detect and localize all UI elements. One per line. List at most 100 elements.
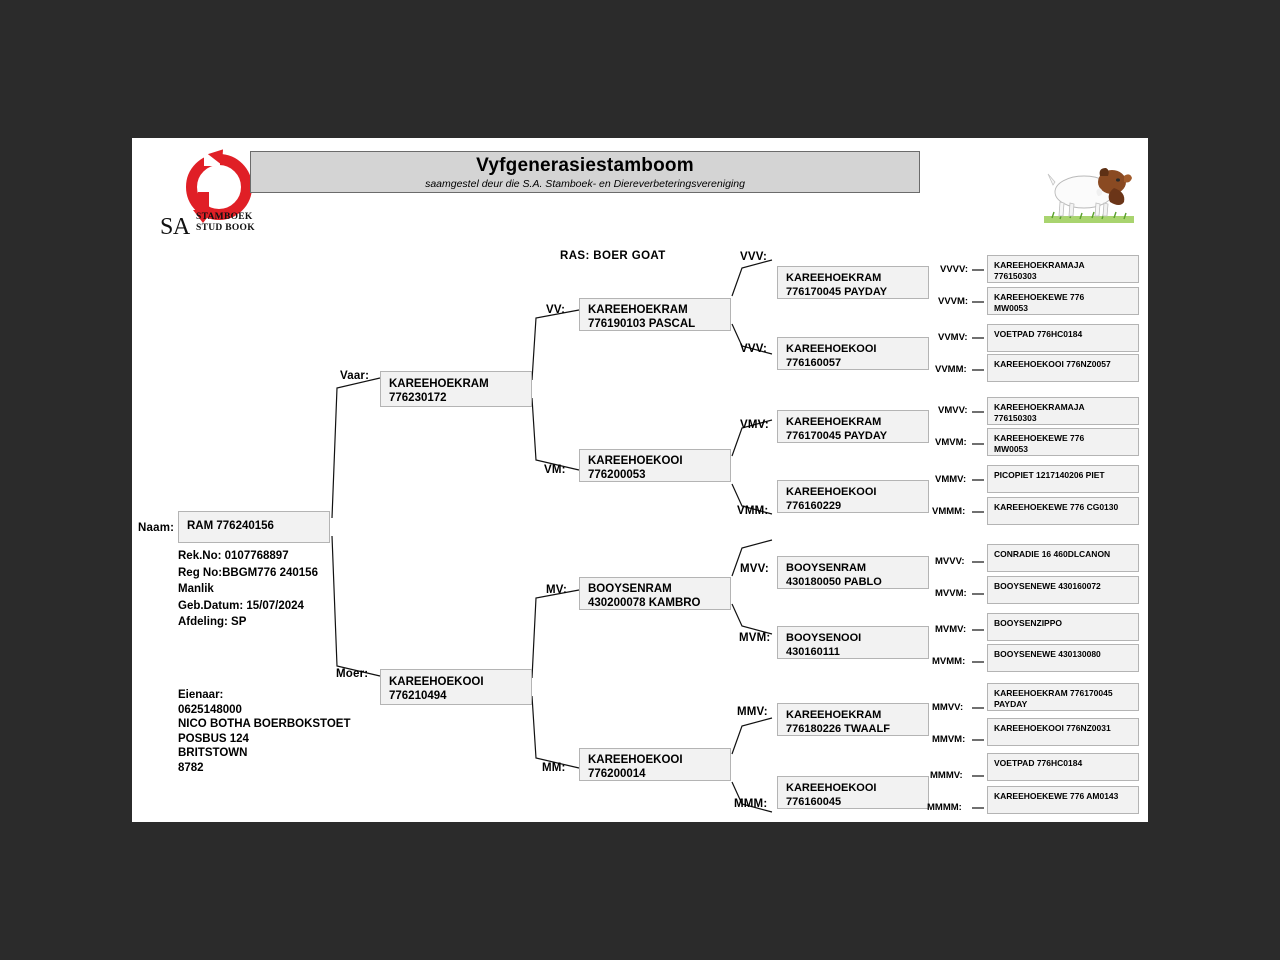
gen3-box-mv: BOOYSENRAM 430200078 KAMBRO	[579, 577, 731, 610]
gen4-mmm-line2: 776160045	[786, 796, 842, 808]
gen3-vm-line2: 776200053	[588, 469, 646, 481]
gen5-mmvm-line1: KAREEHOEKOOI 776NZ0031	[994, 723, 1111, 733]
gen4-box-mmm: KAREEHOEKOOI 776160045	[777, 776, 929, 809]
gen2-sire-line1: KAREEHOEKRAM	[389, 378, 489, 390]
subject-name-box: RAM 776240156	[178, 511, 330, 543]
gen3-vv-line1: KAREEHOEKRAM	[588, 304, 688, 316]
gen5-box-mvmv: BOOYSENZIPPO	[987, 613, 1139, 641]
gen5-box-vvvm: KAREEHOEKEWE 776 MW0053	[987, 287, 1139, 315]
gen3-mv-line2: 430200078 KAMBRO	[588, 597, 701, 609]
gen4-vmm-line1: KAREEHOEKOOI	[786, 486, 877, 498]
gen5-box-mmmm: KAREEHOEKEWE 776 AM0143	[987, 786, 1139, 814]
gen3-label-mm: MM:	[542, 762, 566, 774]
gen5-vvvv-line2: 776150303	[994, 271, 1037, 281]
gen4-vmv-line2: 776170045 PAYDAY	[786, 430, 888, 442]
gen4-label-vvv: VVV:	[740, 251, 768, 263]
gen2-box-dam: KAREEHOEKOOI 776210494	[380, 669, 532, 705]
gen4-box-mmv: KAREEHOEKRAM 776180226 TWAALF	[777, 703, 929, 736]
gen4-vvm-line1: KAREEHOEKOOI	[786, 343, 877, 355]
gen5-label-vmmv: VMMV:	[935, 474, 967, 485]
gen5-box-mvvv: CONRADIE 16 460DLCANON	[987, 544, 1139, 572]
gen4-label-mvm: MVM:	[739, 632, 771, 644]
subject-name: RAM 776240156	[187, 520, 274, 532]
breed-label: RAS: BOER GOAT	[560, 250, 666, 262]
gen5-box-mvvm: BOOYSENEWE 430160072	[987, 576, 1139, 604]
gen5-box-vvmm: KAREEHOEKOOI 776NZ0057	[987, 354, 1139, 382]
gen2-box-sire: KAREEHOEKRAM 776230172	[380, 371, 532, 407]
gen5-mmmv-line1: VOETPAD 776HC0184	[994, 758, 1083, 768]
gen3-vm-line1: KAREEHOEKOOI	[588, 455, 683, 467]
gen5-box-mmvv: KAREEHOEKRAM 776170045 PAYDAY	[987, 683, 1139, 711]
gen5-mmmm-line1: KAREEHOEKEWE 776 AM0143	[994, 791, 1119, 801]
gen5-label-mmmv: MMMV:	[930, 770, 963, 781]
logo-tail	[198, 192, 209, 214]
owner-details: Eienaar: 0625148000 NICO BOTHA BOERBOKST…	[178, 689, 351, 774]
gen4-box-vmv: KAREEHOEKRAM 776170045 PAYDAY	[777, 410, 929, 443]
gen5-vmmm-line1: KAREEHOEKEWE 776 CG0130	[994, 502, 1119, 512]
gen4-box-vvv: KAREEHOEKRAM 776170045 PAYDAY	[777, 266, 929, 299]
gen4-box-mvm: BOOYSENOOI 430160111	[777, 626, 929, 659]
gen4-mmv-line2: 776180226 TWAALF	[786, 723, 890, 735]
gen5-label-vmmm: VMMM:	[932, 506, 966, 517]
gen5-vvvv-line1: KAREEHOEKRAMAJA	[994, 260, 1085, 270]
gen5-vvvm-line2: MW0053	[994, 303, 1029, 313]
gen5-label-vvvm: VVVM:	[938, 296, 969, 307]
gen4-mvm-line2: 430160111	[786, 646, 840, 658]
pedigree-connectors	[331, 259, 984, 813]
document-title-bar: Vyfgenerasiestamboom saamgestel deur die…	[250, 151, 920, 193]
gen4-vvm-line2: 776160057	[786, 357, 842, 369]
subject-details: Rek.No: 0107768897 Reg No:BBGM776 240156…	[178, 550, 318, 628]
gen4-mvm-line1: BOOYSENOOI	[786, 632, 862, 644]
gen4-vvv-line1: KAREEHOEKRAM	[786, 272, 882, 284]
gen4-vmv-line1: KAREEHOEKRAM	[786, 416, 882, 428]
gen5-label-vmvm: VMVM:	[935, 437, 967, 448]
gen4-label-vmm: VMM:	[737, 505, 769, 517]
page-subtitle: saamgestel deur die S.A. Stamboek- en Di…	[425, 178, 745, 190]
gen4-mmm-line1: KAREEHOEKOOI	[786, 782, 877, 794]
gen5-label-mvvm: MVVM:	[935, 588, 967, 599]
gen3-mm-line2: 776200014	[588, 768, 646, 780]
gen4-label-mmm: MMM:	[734, 798, 768, 810]
gen2-label-sire: Vaar:	[340, 370, 370, 382]
gen5-mvvm-line1: BOOYSENEWE 430160072	[994, 581, 1101, 591]
gen4-box-vvm: KAREEHOEKOOI 776160057	[777, 337, 929, 370]
gen5-mvvv-line1: CONRADIE 16 460DLCANON	[994, 549, 1111, 559]
gen2-label-dam: Moer:	[336, 668, 369, 680]
gen4-label-mvv: MVV:	[740, 563, 769, 575]
gen5-mvmv-line1: BOOYSENZIPPO	[994, 618, 1063, 628]
gen4-mvv-line1: BOOYSENRAM	[786, 562, 867, 574]
gen5-box-mmmv: VOETPAD 776HC0184	[987, 753, 1139, 781]
page-title: Vyfgenerasiestamboom	[476, 155, 694, 176]
gen3-mm-line1: KAREEHOEKOOI	[588, 754, 683, 766]
gen3-label-mv: MV:	[546, 584, 568, 596]
gen5-label-mmvv: MMVV:	[932, 702, 964, 713]
gen5-vmvm-line1: KAREEHOEKEWE 776	[994, 433, 1085, 443]
gen5-vmvv-line1: KAREEHOEKRAMAJA	[994, 402, 1085, 412]
logo-wordmark-line2: STUD BOOK	[196, 223, 255, 233]
gen3-mv-line1: BOOYSENRAM	[588, 583, 672, 595]
gen3-box-vv: KAREEHOEKRAM 776190103 PASCAL	[579, 298, 731, 331]
gen5-vvmv-line1: VOETPAD 776HC0184	[994, 329, 1083, 339]
gen4-vvv-line2: 776170045 PAYDAY	[786, 286, 888, 298]
gen5-label-vvvv: VVVV:	[940, 264, 968, 275]
gen5-vvmm-line1: KAREEHOEKOOI 776NZ0057	[994, 359, 1111, 369]
logo-wordmark-line1: STAMBOEK	[196, 212, 253, 222]
gen5-box-vvmv: VOETPAD 776HC0184	[987, 324, 1139, 352]
gen3-label-vv: VV:	[546, 304, 566, 316]
gen5-label-mvvv: MVVV:	[935, 556, 965, 567]
logo-monogram: SA	[160, 214, 190, 240]
gen4-box-vmm: KAREEHOEKOOI 776160229	[777, 480, 929, 513]
gen4-box-mvv: BOOYSENRAM 430180050 PABLO	[777, 556, 929, 589]
gen3-box-vm: KAREEHOEKOOI 776200053	[579, 449, 731, 482]
boer-goat-illustration	[1040, 158, 1140, 230]
gen5-mmvv-line2: PAYDAY	[994, 699, 1028, 709]
gen5-box-vmvm: KAREEHOEKEWE 776 MW0053	[987, 428, 1139, 456]
gen5-label-mmvm: MMVM:	[932, 734, 966, 745]
gen5-vmvm-line2: MW0053	[994, 444, 1029, 454]
gen5-box-mvmm: BOOYSENEWE 430130080	[987, 644, 1139, 672]
gen5-label-vvmv: VVMV:	[938, 332, 968, 343]
gen3-box-mm: KAREEHOEKOOI 776200014	[579, 748, 731, 781]
